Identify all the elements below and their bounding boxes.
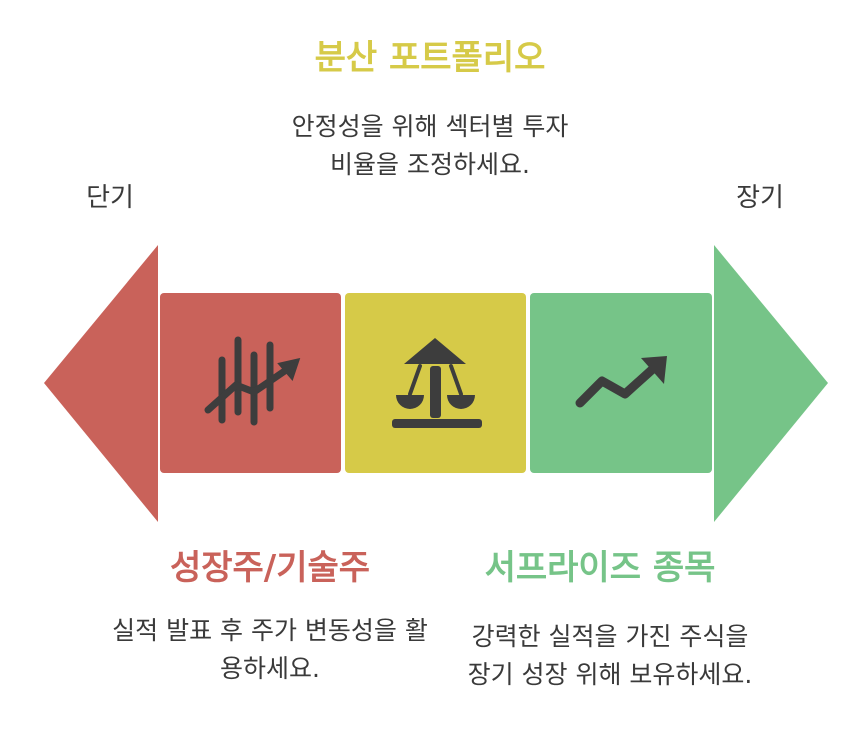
diversified-title: 분산 포트폴리오 <box>314 38 546 78</box>
short-term-label: 단기 <box>86 183 134 213</box>
growth-description: 실적 발표 후 주가 변동성을 활용하세요. <box>112 616 428 683</box>
trend-up-arrow-icon <box>575 356 667 408</box>
growth-title: 성장주/기술주 <box>169 548 371 588</box>
long-term-label: 장기 <box>736 183 784 213</box>
right-arrowhead <box>714 245 828 522</box>
diversified-description: 안정성을 위해 섹터별 투자 비율을 조정하세요. <box>291 112 569 179</box>
stock-chart-icon <box>204 336 301 426</box>
balance-scale-icon <box>392 338 482 428</box>
surprise-title: 서프라이즈 종목 <box>484 548 716 588</box>
surprise-description: 강력한 실적을 가진 주식을 장기 성장 위해 보유하세요. <box>467 622 753 689</box>
left-arrowhead <box>44 245 158 522</box>
segment-surprise[interactable] <box>530 293 712 473</box>
